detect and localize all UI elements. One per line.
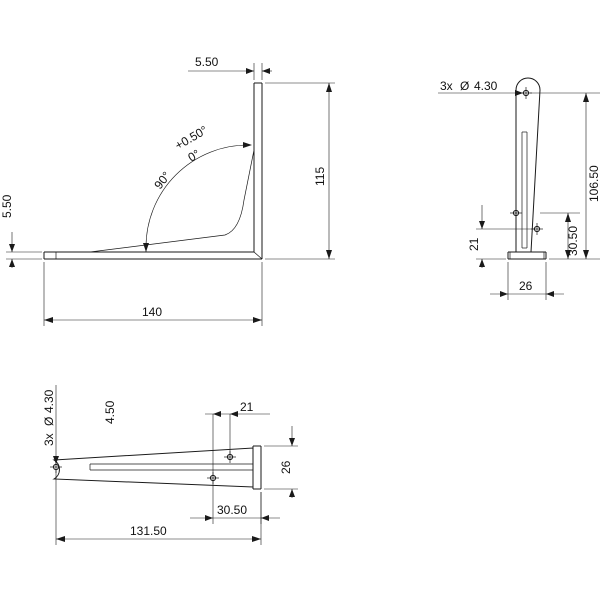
diameter-icon: Ø xyxy=(460,79,469,93)
dim-width: 26 xyxy=(490,262,564,300)
dim-height-label: 115 xyxy=(313,167,327,186)
dim-lower-label: 21 xyxy=(467,237,481,251)
plan-dim-length: 131.50 xyxy=(55,470,262,545)
dim-end-label: 4.50 xyxy=(103,400,117,424)
plan-diameter-icon: Ø xyxy=(42,417,56,426)
angle-zero-label: 0° xyxy=(186,147,203,165)
plan-holes xyxy=(50,451,236,484)
front-view: 3x Ø 4.30 106.50 30.50 xyxy=(438,77,600,300)
dim-thickness-top-label: 5.50 xyxy=(195,55,219,69)
dim-width-label: 26 xyxy=(519,279,533,293)
dim-slot-height-label: 30.50 xyxy=(566,226,580,256)
plan-holes-count-label: 3x xyxy=(42,433,56,446)
dim-thickness-top: 5.50 xyxy=(188,55,272,80)
dim-height: 115 xyxy=(265,82,335,260)
plan-dim-length-label: 131.50 xyxy=(130,524,167,538)
plan-dim-width: 26 xyxy=(264,426,298,498)
holes-count-label: 3x xyxy=(440,79,453,93)
plan-holes-diameter-label: 4.30 xyxy=(42,389,56,413)
plan-dim-width-label: 26 xyxy=(279,460,293,474)
top-view: 3x Ø 4.30 4.50 21 26 xyxy=(42,385,298,545)
dim-length-label: 140 xyxy=(142,305,162,319)
dim-thickness-left: 5.50 xyxy=(0,194,42,268)
upright-outline xyxy=(507,77,547,260)
plan-dim-slot: 30.50 xyxy=(190,481,280,524)
dim-length: 140 xyxy=(43,262,263,326)
holes xyxy=(510,87,543,235)
plan-dim-slot-label: 30.50 xyxy=(217,503,247,517)
holes-diameter-label: 4.30 xyxy=(474,79,498,93)
plan-holes-callout: 3x Ø 4.30 xyxy=(42,385,59,464)
side-view: 90° +0.50° 0° 5.50 115 xyxy=(0,55,335,326)
dim-hole-spacing: 21 xyxy=(205,400,270,475)
dim-total-height-label: 106.50 xyxy=(587,165,600,202)
holes-callout: 3x Ø 4.30 xyxy=(438,79,523,96)
dim-lower: 21 xyxy=(467,205,534,268)
bracket-outline xyxy=(43,82,263,260)
dim-slot-height: 30.50 xyxy=(540,212,580,259)
angle-90-label: 90° xyxy=(151,169,173,192)
dim-thickness-left-label: 5.50 xyxy=(0,194,14,218)
dim-hole-spacing-label: 21 xyxy=(240,400,254,414)
dim-total-height: 106.50 xyxy=(530,92,600,260)
angle-indicator: 90° +0.50° 0° xyxy=(143,123,252,252)
